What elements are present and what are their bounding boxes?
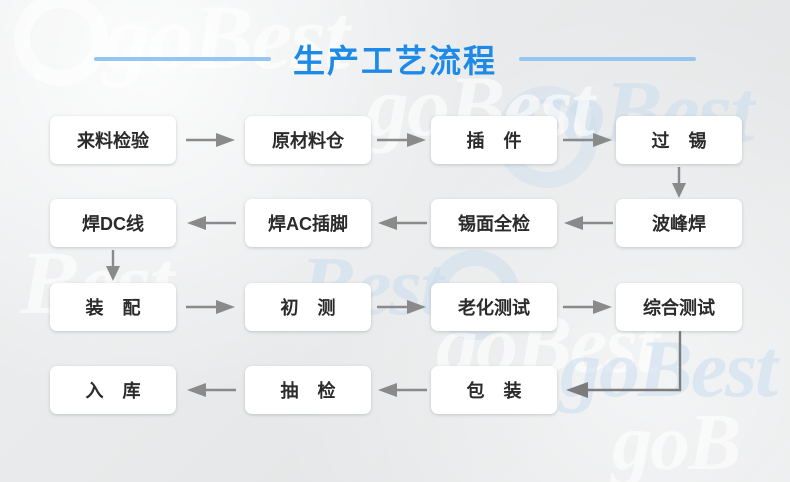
arrow-left-icon xyxy=(186,381,236,399)
flow-node[interactable]: 抽 检 xyxy=(245,366,371,414)
flow-node[interactable]: 焊AC插脚 xyxy=(245,199,371,247)
page-header: 生产工艺流程 xyxy=(0,36,790,82)
flow-node[interactable]: 综合测试 xyxy=(616,283,742,331)
header-rule-left xyxy=(93,57,271,61)
flow-node[interactable]: 插 件 xyxy=(431,116,557,164)
flow-node[interactable]: 入 库 xyxy=(50,366,176,414)
flow-node[interactable]: 原材料仓 xyxy=(245,116,371,164)
arrow-left-icon xyxy=(377,214,427,232)
arrow-left-icon xyxy=(377,381,427,399)
page-title: 生产工艺流程 xyxy=(292,43,497,79)
arrow-right-icon xyxy=(377,298,427,316)
flow-node[interactable]: 焊DC线 xyxy=(50,199,176,247)
arrow-right-icon xyxy=(377,131,427,149)
arrow-right-icon xyxy=(186,298,236,316)
header-rule-right xyxy=(519,57,696,61)
arrow-down-icon xyxy=(669,167,689,199)
arrow-left-icon xyxy=(563,214,613,232)
arrow-down-icon xyxy=(103,250,123,282)
arrow-right-icon xyxy=(563,131,613,149)
arrow-right-icon xyxy=(563,298,613,316)
flow-node[interactable]: 老化测试 xyxy=(431,283,557,331)
flow-node[interactable]: 包 装 xyxy=(431,366,557,414)
arrow-right-icon xyxy=(186,131,236,149)
flow-node[interactable]: 来料检验 xyxy=(50,116,176,164)
flow-node[interactable]: 过 锡 xyxy=(616,116,742,164)
elbow-connector-icon xyxy=(560,329,695,401)
arrow-left-icon xyxy=(186,214,236,232)
flow-node[interactable]: 波峰焊 xyxy=(616,199,742,247)
flow-node[interactable]: 装 配 xyxy=(50,283,176,331)
flow-node[interactable]: 锡面全检 xyxy=(431,199,557,247)
flow-node[interactable]: 初 测 xyxy=(245,283,371,331)
